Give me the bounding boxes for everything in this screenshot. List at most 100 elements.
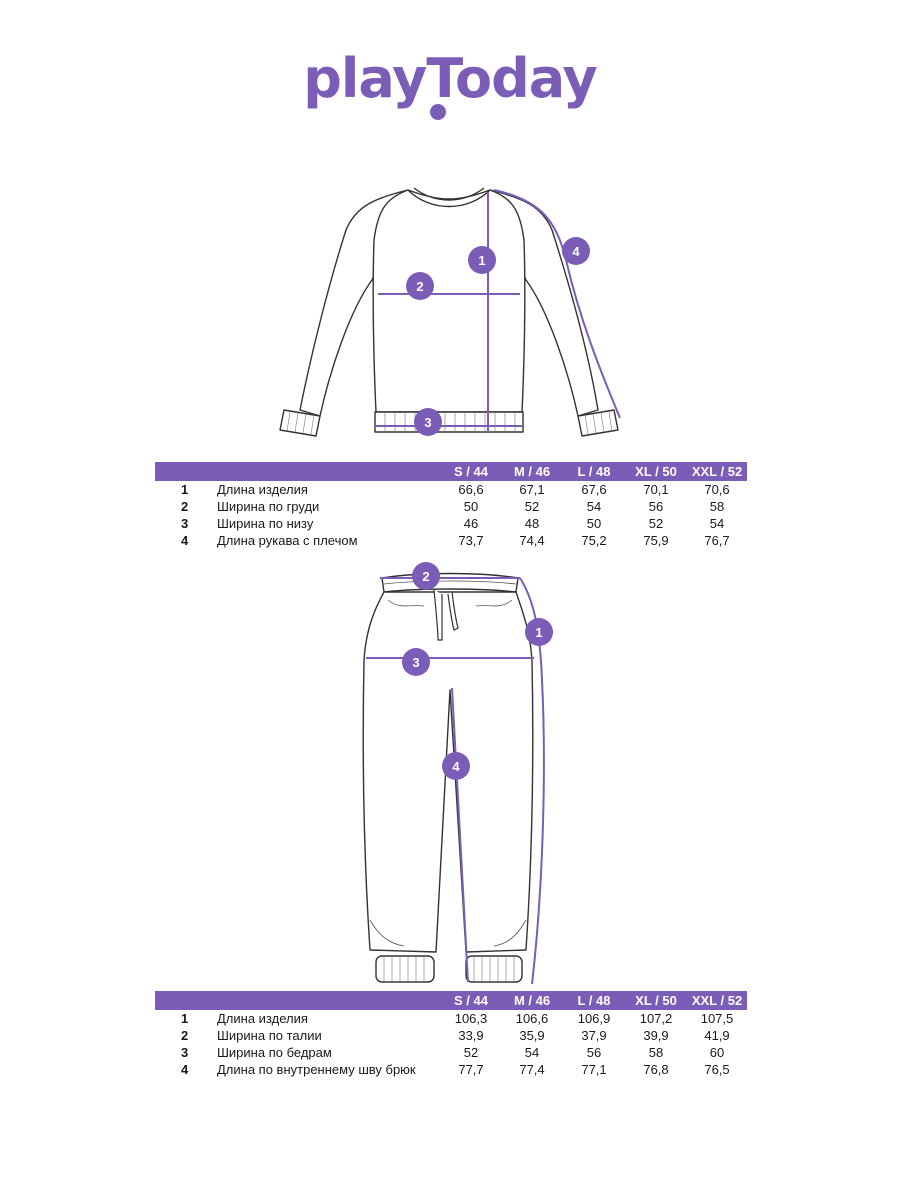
row-value: 37,9 [581, 1028, 607, 1043]
row-number: 4 [181, 533, 189, 548]
row-label: Ширина по бедрам [217, 1045, 332, 1060]
size-col-header: XXL / 52 [691, 993, 743, 1008]
row-value: 73,7 [458, 533, 484, 548]
logo-dot [430, 104, 446, 120]
row-value: 76,8 [643, 1062, 669, 1077]
pants-markers: 2 1 3 4 [402, 562, 553, 780]
marker-2: 2 [406, 272, 434, 300]
marker-4-label: 4 [572, 244, 580, 259]
marker-4: 4 [442, 752, 470, 780]
table-row: 4 Длина рукава с плечом 73,7 74,4 75,2 7… [155, 532, 747, 549]
marker-3-label: 3 [412, 655, 419, 670]
row-label: Длина изделия [217, 482, 308, 497]
table-row: 4 Длина по внутреннему шву брюк 77,7 77,… [155, 1061, 747, 1078]
pants-right-cuff [465, 955, 523, 983]
marker-1: 1 [468, 246, 496, 274]
row-label: Ширина по груди [217, 499, 320, 514]
row-value: 54 [524, 1045, 540, 1060]
sweatshirt-size-table: S / 44 M / 46 L / 48 XL / 50 XXL / 52 1 … [155, 462, 747, 549]
row-value: 54 [586, 499, 602, 514]
rib-lines [286, 411, 613, 435]
size-col-header: M / 46 [513, 464, 551, 479]
row-value: 66,6 [458, 482, 484, 497]
hem-band [374, 411, 524, 433]
pants-size-table: S / 44 M / 46 L / 48 XL / 50 XXL / 52 1 … [155, 991, 747, 1078]
size-col-header: L / 48 [577, 993, 611, 1008]
row-value: 52 [648, 516, 664, 531]
table-row: 2 Ширина по талии 33,9 35,9 37,9 39,9 41… [155, 1027, 747, 1044]
row-value: 56 [586, 1045, 602, 1060]
row-value: 50 [586, 516, 602, 531]
row-number: 4 [181, 1062, 189, 1077]
row-number: 3 [181, 516, 189, 531]
row-value: 58 [648, 1045, 664, 1060]
row-value: 74,4 [519, 533, 545, 548]
table-row: 2 Ширина по груди 50 52 54 56 58 [155, 498, 747, 515]
row-value: 56 [648, 499, 664, 514]
sweatshirt-neck-inner [413, 187, 485, 201]
table-row: 3 Ширина по низу 46 48 50 52 54 [155, 515, 747, 532]
marker-3: 3 [414, 408, 442, 436]
table-row: 1 Длина изделия 106,3 106,6 106,9 107,2 … [155, 1010, 747, 1027]
size-col-header: S / 44 [454, 464, 488, 479]
size-col-header: XL / 50 [635, 464, 677, 479]
sweatshirt-outline [279, 187, 619, 437]
row-value: 50 [463, 499, 479, 514]
row-value: 107,5 [700, 1011, 734, 1026]
sweatshirt-neckline [407, 189, 491, 208]
row-value: 77,4 [519, 1062, 545, 1077]
row-label: Ширина по низу [217, 516, 314, 531]
table-row: 3 Ширина по бедрам 52 54 56 58 60 [155, 1044, 747, 1061]
row-number: 1 [181, 482, 189, 497]
row-value: 60 [709, 1045, 725, 1060]
pants-left-cuff [375, 955, 435, 983]
size-col-header: S / 44 [454, 993, 488, 1008]
marker-4: 4 [562, 237, 590, 265]
size-col-header: M / 46 [513, 993, 551, 1008]
row-value: 76,5 [704, 1062, 730, 1077]
row-value: 46 [463, 516, 479, 531]
measure-inseam-line [451, 687, 469, 983]
row-value: 52 [463, 1045, 479, 1060]
row-value: 70,6 [704, 482, 730, 497]
logo-text: playToday [303, 47, 598, 110]
row-value: 41,9 [704, 1028, 730, 1043]
size-col-header: XXL / 52 [691, 464, 743, 479]
sweatshirt-diagram: 1 2 3 4 [0, 180, 900, 440]
marker-1: 1 [525, 618, 553, 646]
row-value: 70,1 [643, 482, 669, 497]
sweatshirt-body [372, 189, 526, 413]
row-value: 58 [709, 499, 725, 514]
marker-2: 2 [412, 562, 440, 590]
row-value: 106,3 [454, 1011, 488, 1026]
table-row: 1 Длина изделия 66,6 67,1 67,6 70,1 70,6 [155, 481, 747, 498]
pants-measure-lines [366, 577, 545, 985]
row-number: 1 [181, 1011, 189, 1026]
marker-4-label: 4 [452, 759, 460, 774]
marker-1-label: 1 [478, 253, 485, 268]
row-label: Длина рукава с плечом [217, 533, 358, 548]
left-cuff [279, 409, 321, 437]
row-value: 35,9 [519, 1028, 545, 1043]
row-value: 75,2 [581, 533, 607, 548]
marker-1-label: 1 [535, 625, 542, 640]
row-value: 67,6 [581, 482, 607, 497]
row-value: 76,7 [704, 533, 730, 548]
row-number: 2 [181, 499, 189, 514]
row-value: 39,9 [643, 1028, 669, 1043]
row-label: Длина изделия [217, 1011, 308, 1026]
row-value: 52 [524, 499, 540, 514]
measure-length-line [519, 577, 545, 985]
row-value: 54 [709, 516, 725, 531]
pants-svg: 2 1 3 4 [362, 562, 553, 985]
row-number: 3 [181, 1045, 189, 1060]
row-value: 75,9 [643, 533, 669, 548]
row-value: 77,1 [581, 1062, 607, 1077]
row-label: Ширина по талии [217, 1028, 322, 1043]
brand-logo: playToday [0, 48, 900, 110]
row-value: 106,9 [577, 1011, 611, 1026]
marker-3: 3 [402, 648, 430, 676]
row-value: 77,7 [458, 1062, 484, 1077]
pants-cuff-ribs [383, 957, 515, 981]
row-label: Длина по внутреннему шву брюк [217, 1062, 416, 1077]
